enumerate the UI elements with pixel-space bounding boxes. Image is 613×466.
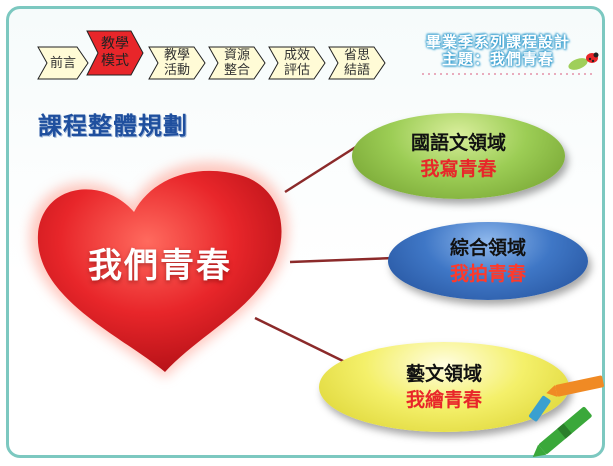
series-title-line1: 畢業季系列課程設計 xyxy=(425,33,570,51)
nav-item-label: 教學 模式 xyxy=(101,36,129,69)
chevron-shape xyxy=(268,46,326,80)
domain-name: 綜合領域 xyxy=(449,237,526,259)
series-title-line2: 主題：我們青春 xyxy=(441,50,554,68)
domain-oval-integrated: 綜合領域 我拍青春 xyxy=(388,222,588,300)
connector-line xyxy=(254,316,346,364)
chevron-shape xyxy=(208,46,266,80)
header-dotted-divider xyxy=(420,73,595,75)
ladybug-icon xyxy=(568,52,599,70)
nav-item-resources[interactable]: 資源 整合 xyxy=(208,46,266,80)
nav-item-reflection[interactable]: 省思 結語 xyxy=(328,46,386,80)
nav-item-teaching-mode[interactable]: 教學 模式 xyxy=(86,30,144,76)
chevron-shape-active xyxy=(86,30,144,76)
domain-activity: 我拍青春 xyxy=(449,263,526,285)
nav-item-intro[interactable]: 前言 xyxy=(37,46,89,80)
connector-line xyxy=(289,256,395,264)
chevron-shape xyxy=(148,46,206,80)
domain-oval-chinese: 國語文領域 我寫青春 xyxy=(352,113,565,199)
domain-name: 藝文領域 xyxy=(405,363,482,385)
chevron-shape xyxy=(328,46,386,80)
nav-item-label: 省思 結語 xyxy=(343,48,370,78)
nav-item-teaching-activity[interactable]: 教學 活動 xyxy=(148,46,206,80)
connector-line xyxy=(284,141,363,194)
domain-name: 國語文領域 xyxy=(410,132,506,154)
center-label: 我們青春 xyxy=(88,246,232,286)
domain-oval-arts: 藝文領域 我繪青春 xyxy=(319,342,569,432)
page-title: 課程整體規劃 xyxy=(38,112,188,140)
nav-item-label: 成效 評估 xyxy=(283,48,310,78)
nav-item-evaluation[interactable]: 成效 評估 xyxy=(268,46,326,80)
nav-item-label: 資源 整合 xyxy=(223,48,250,78)
nav-item-label: 前言 xyxy=(49,55,76,71)
series-title: 畢業季系列課程設計 主題：我們青春 xyxy=(418,34,578,68)
domain-activity: 我繪青春 xyxy=(405,389,482,411)
domain-activity: 我寫青春 xyxy=(420,158,497,180)
nav-item-label: 教學 活動 xyxy=(163,48,190,78)
chevron-shape xyxy=(37,46,89,80)
